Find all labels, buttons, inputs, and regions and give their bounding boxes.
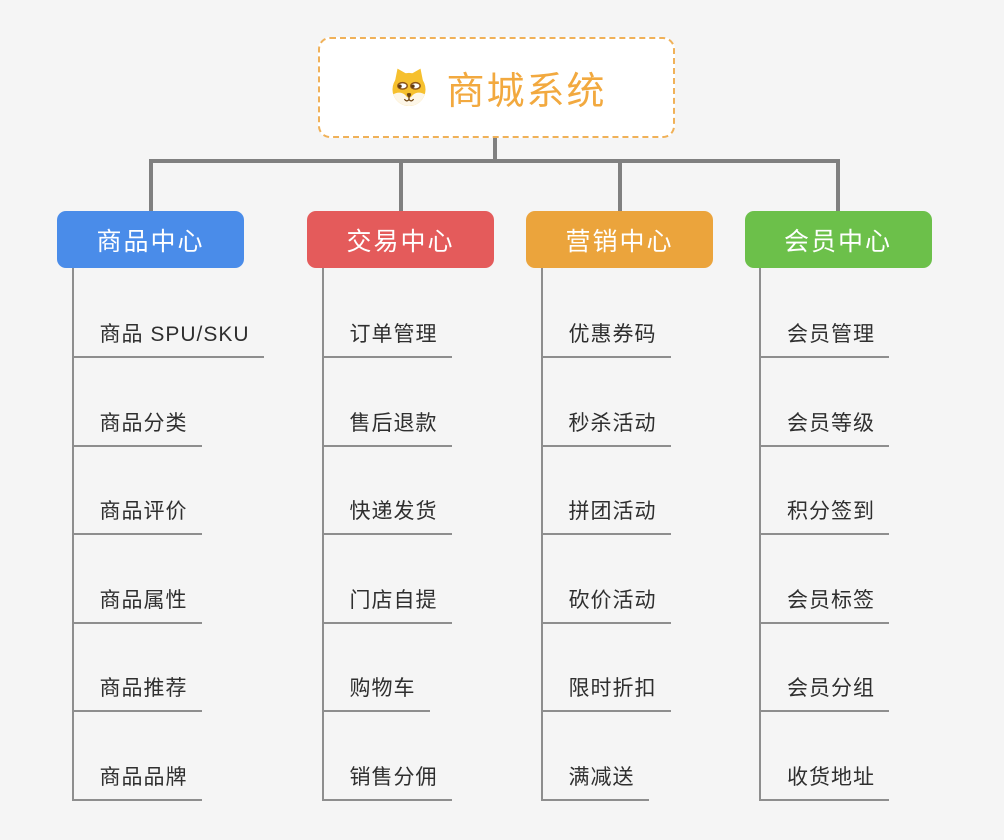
mindmap-node[interactable]: 会员等级: [760, 409, 889, 447]
mindmap-node[interactable]: 会员分组: [760, 674, 889, 713]
root-node[interactable]: 商城系统: [318, 37, 675, 138]
mindmap-node[interactable]: 商品推荐: [72, 674, 202, 713]
mindmap-node[interactable]: 门店自提: [322, 586, 452, 624]
branch-drop-line: [398, 159, 403, 211]
mindmap-node[interactable]: 商品品牌: [72, 763, 202, 801]
mindmap-node[interactable]: 满减送: [541, 763, 649, 801]
mindmap-node[interactable]: 订单管理: [322, 320, 452, 358]
mindmap-node[interactable]: 优惠券码: [541, 320, 671, 358]
mindmap-node[interactable]: 快递发货: [322, 497, 452, 536]
mindmap-node[interactable]: 限时折扣: [541, 674, 671, 713]
mindmap-node[interactable]: 积分签到: [760, 497, 889, 536]
mindmap-node[interactable]: 销售分佣: [322, 763, 452, 801]
mindmap-node[interactable]: 收货地址: [760, 763, 889, 801]
mindmap-node[interactable]: 会员标签: [760, 586, 889, 624]
branch-header-marketing-center[interactable]: 营销中心: [526, 211, 713, 268]
mindmap-node[interactable]: 砍价活动: [541, 586, 671, 624]
mindmap-node[interactable]: 商品 SPU/SKU: [72, 320, 264, 358]
root-title: 商城系统: [446, 71, 607, 113]
mindmap-node[interactable]: 商品属性: [72, 586, 202, 624]
mindmap-node[interactable]: 秒杀活动: [541, 409, 671, 447]
dog-icon: [392, 68, 427, 106]
mindmap-node[interactable]: 商品分类: [72, 409, 202, 447]
branch-drop-line: [836, 159, 840, 211]
branch-drop-line: [148, 159, 153, 211]
mindmap-node[interactable]: 商品评价: [72, 497, 202, 536]
root-stem-line: [493, 138, 497, 163]
branch-header-member-center[interactable]: 会员中心: [744, 211, 932, 268]
branch-header-product-center[interactable]: 商品中心: [57, 211, 244, 268]
mindmap-node[interactable]: 售后退款: [322, 409, 452, 447]
branch-drop-line: [617, 159, 622, 211]
mindmap-node[interactable]: 购物车: [322, 674, 430, 713]
branch-header-trade-center[interactable]: 交易中心: [307, 211, 494, 268]
mindmap-node[interactable]: 拼团活动: [541, 497, 671, 536]
branch-horizontal-line: [148, 159, 840, 163]
mindmap-node[interactable]: 会员管理: [760, 320, 889, 358]
